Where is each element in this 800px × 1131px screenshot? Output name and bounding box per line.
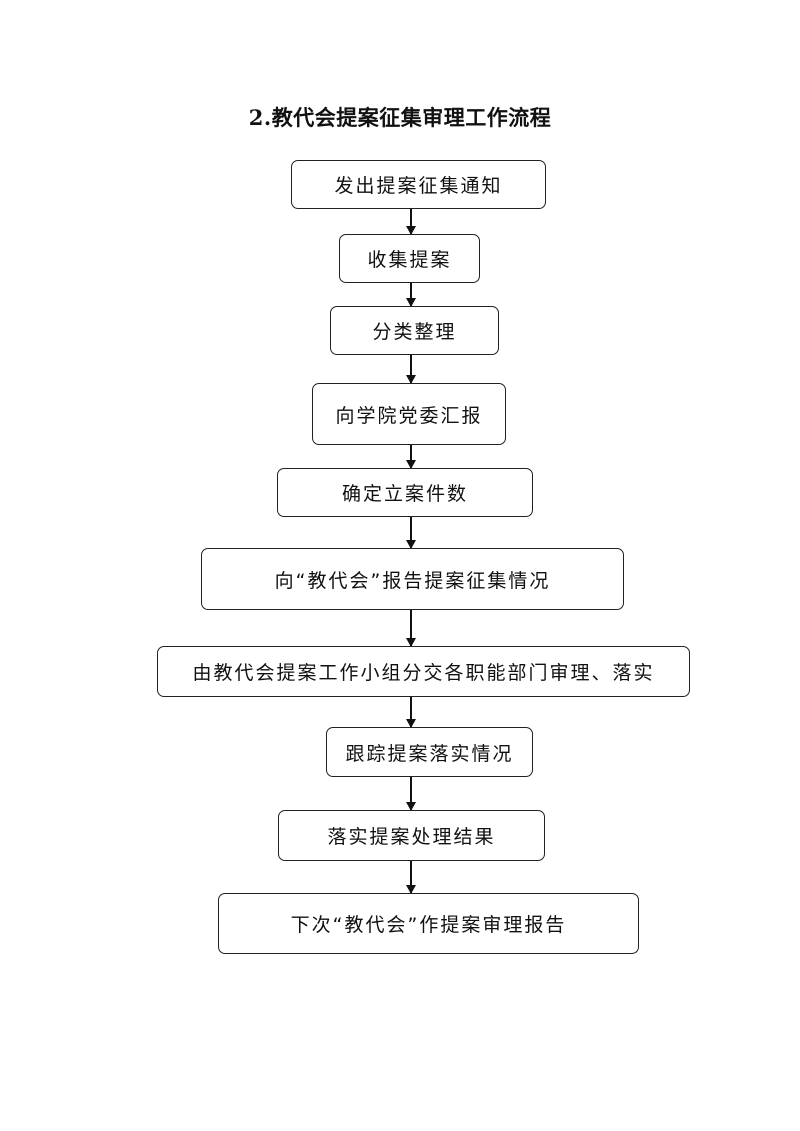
step-implement-results: 落实提案处理结果 [278, 810, 545, 861]
arrow-5 [406, 517, 416, 549]
step-report-to-committee: 向学院党委汇报 [312, 383, 506, 445]
step-next-congress-report: 下次“教代会”作提案审理报告 [218, 893, 639, 954]
step-assign-departments: 由教代会提案工作小组分交各职能部门审理、落实 [157, 646, 690, 697]
step-report-collection: 向“教代会”报告提案征集情况 [201, 548, 624, 610]
page-title: 2.教代会提案征集审理工作流程 [248, 105, 552, 130]
arrow-9 [406, 861, 416, 894]
step-issue-notice: 发出提案征集通知 [291, 160, 546, 209]
arrow-4 [406, 445, 416, 469]
arrow-8 [406, 777, 416, 811]
step-classify: 分类整理 [330, 306, 499, 355]
step-collect-proposals: 收集提案 [339, 234, 480, 283]
arrow-6 [406, 610, 416, 647]
arrow-2 [406, 283, 416, 307]
step-track-implementation: 跟踪提案落实情况 [326, 727, 533, 777]
arrow-1 [406, 209, 416, 235]
step-determine-count: 确定立案件数 [277, 468, 533, 517]
arrow-7 [406, 697, 416, 728]
arrow-3 [406, 355, 416, 384]
